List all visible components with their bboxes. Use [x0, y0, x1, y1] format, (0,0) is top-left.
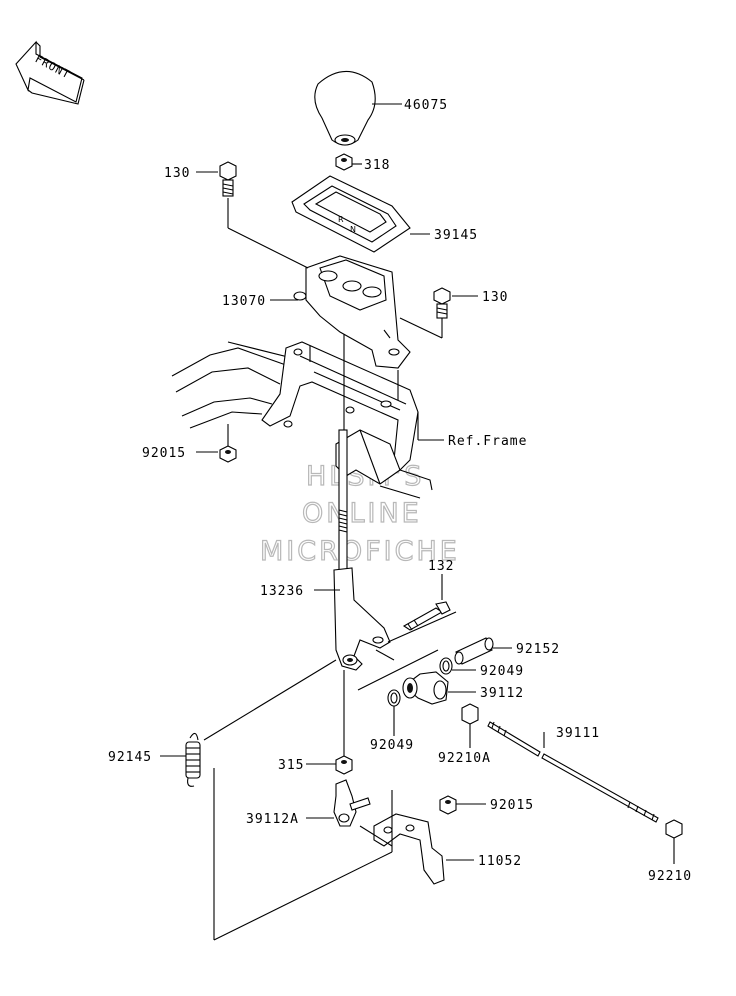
nut-92210A [461, 703, 479, 725]
washer-92049-left [387, 689, 401, 707]
label-130-right: 130 [482, 290, 508, 305]
label-13236: 13236 [260, 584, 304, 599]
label-46075: 46075 [404, 98, 448, 113]
nut-92015-left [219, 445, 237, 463]
bolt-130-right [433, 287, 451, 319]
bracket-11052 [373, 813, 445, 885]
rod-39111 [487, 721, 659, 823]
frame-mount [261, 341, 419, 485]
label-130-left: 130 [164, 166, 190, 181]
label-92210A: 92210A [438, 751, 491, 766]
label-92152: 92152 [516, 642, 560, 657]
label-39112: 39112 [480, 686, 524, 701]
label-92015-left: 92015 [142, 446, 186, 461]
spring-92145 [185, 732, 201, 787]
bolt-132 [402, 601, 451, 631]
frame-outline [171, 341, 433, 499]
label-92049-right: 92049 [480, 664, 524, 679]
nut-92210 [665, 819, 683, 839]
label-11052: 11052 [478, 854, 522, 869]
part-labels: 46075 318 130 39145 13070 130 92015 Ref.… [108, 98, 692, 884]
label-318: 318 [364, 158, 390, 173]
pin-92152 [454, 637, 494, 665]
shift-lever [333, 429, 391, 671]
front-arrow-icon: FRONT [15, 40, 85, 105]
shift-cover: R N [291, 175, 411, 253]
nut-92015-lower [439, 795, 457, 815]
label-13070: 13070 [222, 294, 266, 309]
shift-bracket [293, 255, 411, 369]
label-92015-lower: 92015 [490, 798, 534, 813]
nut-318 [335, 153, 353, 171]
bolt-130-left [219, 161, 237, 197]
label-92145: 92145 [108, 750, 152, 765]
label-315: 315 [278, 758, 304, 773]
rod-end-39112A [333, 779, 371, 827]
watermark-line-2: ONLINE [302, 498, 422, 529]
leader-lines [160, 103, 675, 941]
svg-text:N: N [350, 225, 356, 234]
shift-arm [402, 671, 449, 705]
label-92210: 92210 [648, 869, 692, 884]
washer-92049-right [439, 657, 453, 675]
label-39112A: 39112A [246, 812, 299, 827]
label-92049-left: 92049 [370, 738, 414, 753]
nut-315 [335, 755, 353, 775]
watermark-line-3: MICROFICHE [260, 536, 460, 567]
label-39145: 39145 [434, 228, 478, 243]
shift-knob [314, 70, 376, 146]
label-39111: 39111 [556, 726, 600, 741]
label-132: 132 [428, 559, 454, 574]
watermark: HLSM'S ONLINE MICROFICHE [259, 460, 460, 567]
svg-text:R: R [338, 215, 344, 224]
label-ref-frame: Ref.Frame [448, 434, 527, 449]
